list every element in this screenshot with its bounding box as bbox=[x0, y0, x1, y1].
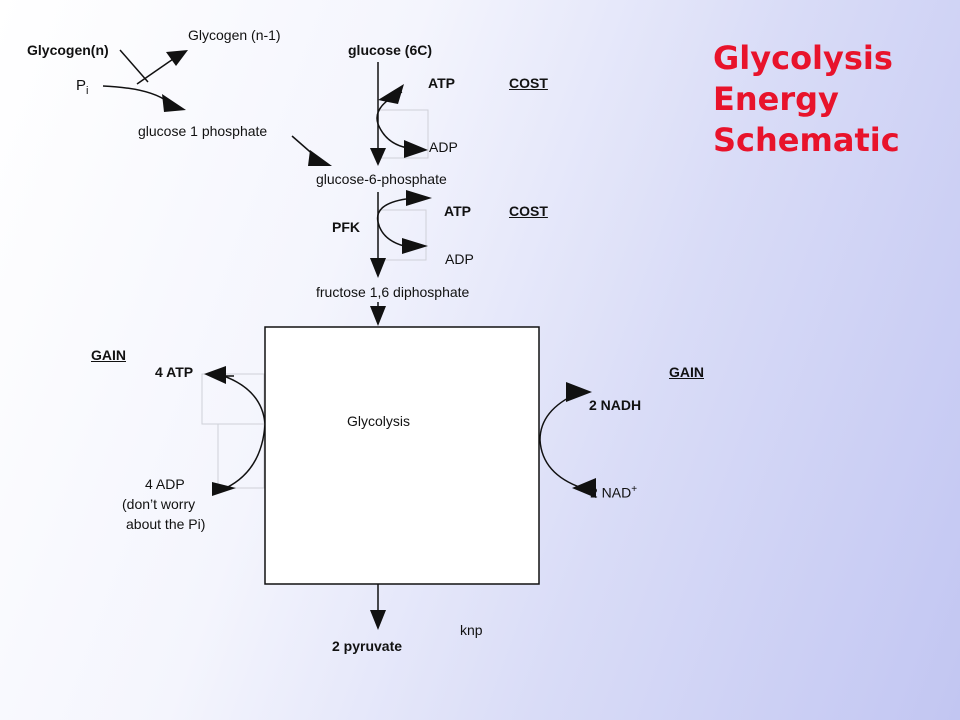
arrowhead-f16dp bbox=[370, 258, 386, 278]
glycogen-branch-line bbox=[136, 56, 177, 85]
4-atp-label: 4 ATP bbox=[155, 364, 194, 380]
atp-cost2-label: ATP bbox=[444, 203, 471, 219]
arrowhead-4atp bbox=[204, 366, 226, 384]
pi-p: P bbox=[76, 77, 87, 94]
4-adp-note-2: about the Pi) bbox=[126, 516, 206, 532]
pfk-label: PFK bbox=[332, 219, 360, 235]
4-adp-note-1: (don’t worry bbox=[122, 496, 196, 512]
guide-box-4adp bbox=[217, 423, 265, 489]
nad-superscript: + bbox=[631, 484, 638, 495]
glucose-6-phosphate-label: glucose-6-phosphate bbox=[316, 171, 447, 187]
glycolysis-box-label: Glycolysis bbox=[347, 413, 411, 429]
arrowhead-glycolysis-box bbox=[370, 306, 386, 326]
title-line-1: Glycolysis bbox=[713, 39, 893, 77]
arrowheads bbox=[162, 50, 596, 630]
adp1-label: ADP bbox=[429, 139, 458, 155]
pi-subscript: i bbox=[86, 85, 89, 97]
gain-right-label: GAIN bbox=[669, 364, 704, 380]
arrowhead-2nadh bbox=[566, 382, 592, 402]
arrowhead-adp2 bbox=[402, 238, 428, 254]
arrowhead-2nad bbox=[572, 478, 596, 498]
title-line-2: Energy bbox=[713, 80, 839, 118]
atp2-adp2-curve bbox=[376, 198, 407, 247]
guide-box-4atp bbox=[201, 373, 265, 425]
glycogen-stem-line bbox=[119, 49, 149, 83]
title-line-3: Schematic bbox=[713, 121, 900, 159]
2-nad-text: 2 NAD bbox=[590, 484, 632, 501]
arrowhead-pyruvate bbox=[370, 610, 386, 630]
cost1-label: COST bbox=[509, 75, 548, 91]
glycogen-n-label: Glycogen(n) bbox=[27, 42, 109, 58]
glucose-label: glucose (6C) bbox=[348, 42, 433, 58]
arrowhead-g6p bbox=[370, 148, 386, 166]
arrowhead-atp1 bbox=[378, 84, 404, 104]
glycogen-n1-label: Glycogen (n-1) bbox=[188, 27, 281, 43]
arrowhead-4adp bbox=[212, 482, 236, 496]
4-adp-label: 4 ADP bbox=[145, 476, 185, 492]
pi-curve-line bbox=[102, 85, 169, 103]
slide-title: Glycolysis Energy Schematic bbox=[713, 38, 943, 161]
adp2-label: ADP bbox=[445, 251, 474, 267]
pi-label: Pi bbox=[76, 78, 88, 99]
arrowhead-adp1 bbox=[404, 140, 428, 158]
arrowhead-atp2 bbox=[406, 190, 432, 206]
cost2-label: COST bbox=[509, 203, 548, 219]
guide-boxes bbox=[201, 109, 429, 489]
2-pyruvate-label: 2 pyruvate bbox=[332, 638, 403, 654]
2-nad-label: 2 NAD+ bbox=[590, 482, 637, 501]
2-nadh-label: 2 NADH bbox=[589, 397, 642, 413]
arrowhead-glycogen-n1 bbox=[166, 50, 188, 66]
glucose-1-phosphate-label: glucose 1 phosphate bbox=[138, 123, 268, 139]
arrowhead-g1p-to-g6p bbox=[308, 150, 332, 166]
gain-left-label: GAIN bbox=[91, 347, 126, 363]
nadh-nad-curve bbox=[539, 392, 583, 489]
arrowhead-g1p bbox=[162, 94, 186, 112]
atp-cost1-label: ATP bbox=[428, 75, 455, 91]
4atp-4adp-curve bbox=[217, 373, 266, 489]
fructose-16-diphosphate-label: fructose 1,6 diphosphate bbox=[316, 284, 470, 300]
glycolysis-box bbox=[264, 326, 540, 585]
knp-label: knp bbox=[460, 622, 483, 638]
